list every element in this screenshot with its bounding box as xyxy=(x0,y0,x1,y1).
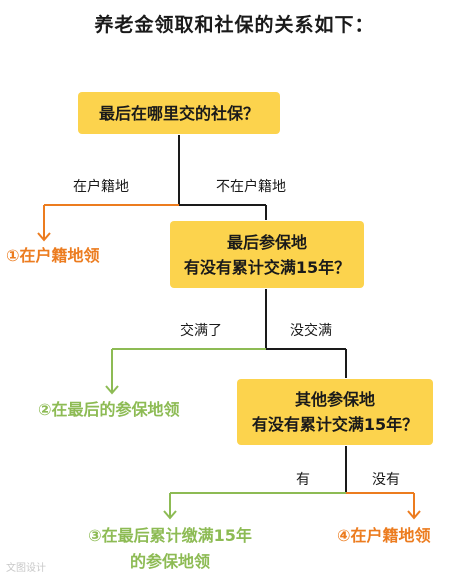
branch-label-in-hometown: 在户籍地 xyxy=(73,179,129,195)
arrowhead-r3 xyxy=(163,510,177,520)
question-1-text: 最后在哪里交的社保？ xyxy=(98,103,259,123)
diagram-title: 养老金领取和社保的关系如下： xyxy=(94,14,375,36)
result-3: ③在最后累计缴满15年 的参保地领 xyxy=(70,523,270,575)
result-3-line1: ③在最后累计缴满15年 xyxy=(88,526,252,545)
question-3-line1: 其他参保地 xyxy=(294,390,375,409)
branch-label-not-paid-full: 没交满 xyxy=(290,323,332,339)
arrowhead-r4 xyxy=(407,510,421,520)
question-2-line2: 有没有累计交满15年？ xyxy=(183,257,351,277)
result-4: ④在户籍地领 xyxy=(337,526,431,545)
watermark: 文图设计 xyxy=(6,563,46,574)
branch-label-no: 没有 xyxy=(372,472,400,488)
result-2: ②在最后的参保地领 xyxy=(38,400,180,419)
question-box-1: 最后在哪里交的社保？ xyxy=(78,92,280,134)
branch-label-paid-full: 交满了 xyxy=(180,323,222,339)
arrowhead-r1 xyxy=(37,232,51,242)
result-1: ①在户籍地领 xyxy=(6,246,100,265)
question-2-line1: 最后参保地 xyxy=(226,232,307,252)
question-box-3: 其他参保地 有没有累计交满15年？ xyxy=(237,379,433,445)
branch-label-not-hometown: 不在户籍地 xyxy=(216,179,286,195)
result-3-line2: 的参保地领 xyxy=(129,552,210,571)
question-3-line2: 有没有累计交满15年？ xyxy=(251,415,419,434)
branch-label-yes: 有 xyxy=(296,472,310,488)
question-box-2: 最后参保地 有没有累计交满15年？ xyxy=(170,221,364,288)
arrowhead-r2 xyxy=(105,385,119,395)
